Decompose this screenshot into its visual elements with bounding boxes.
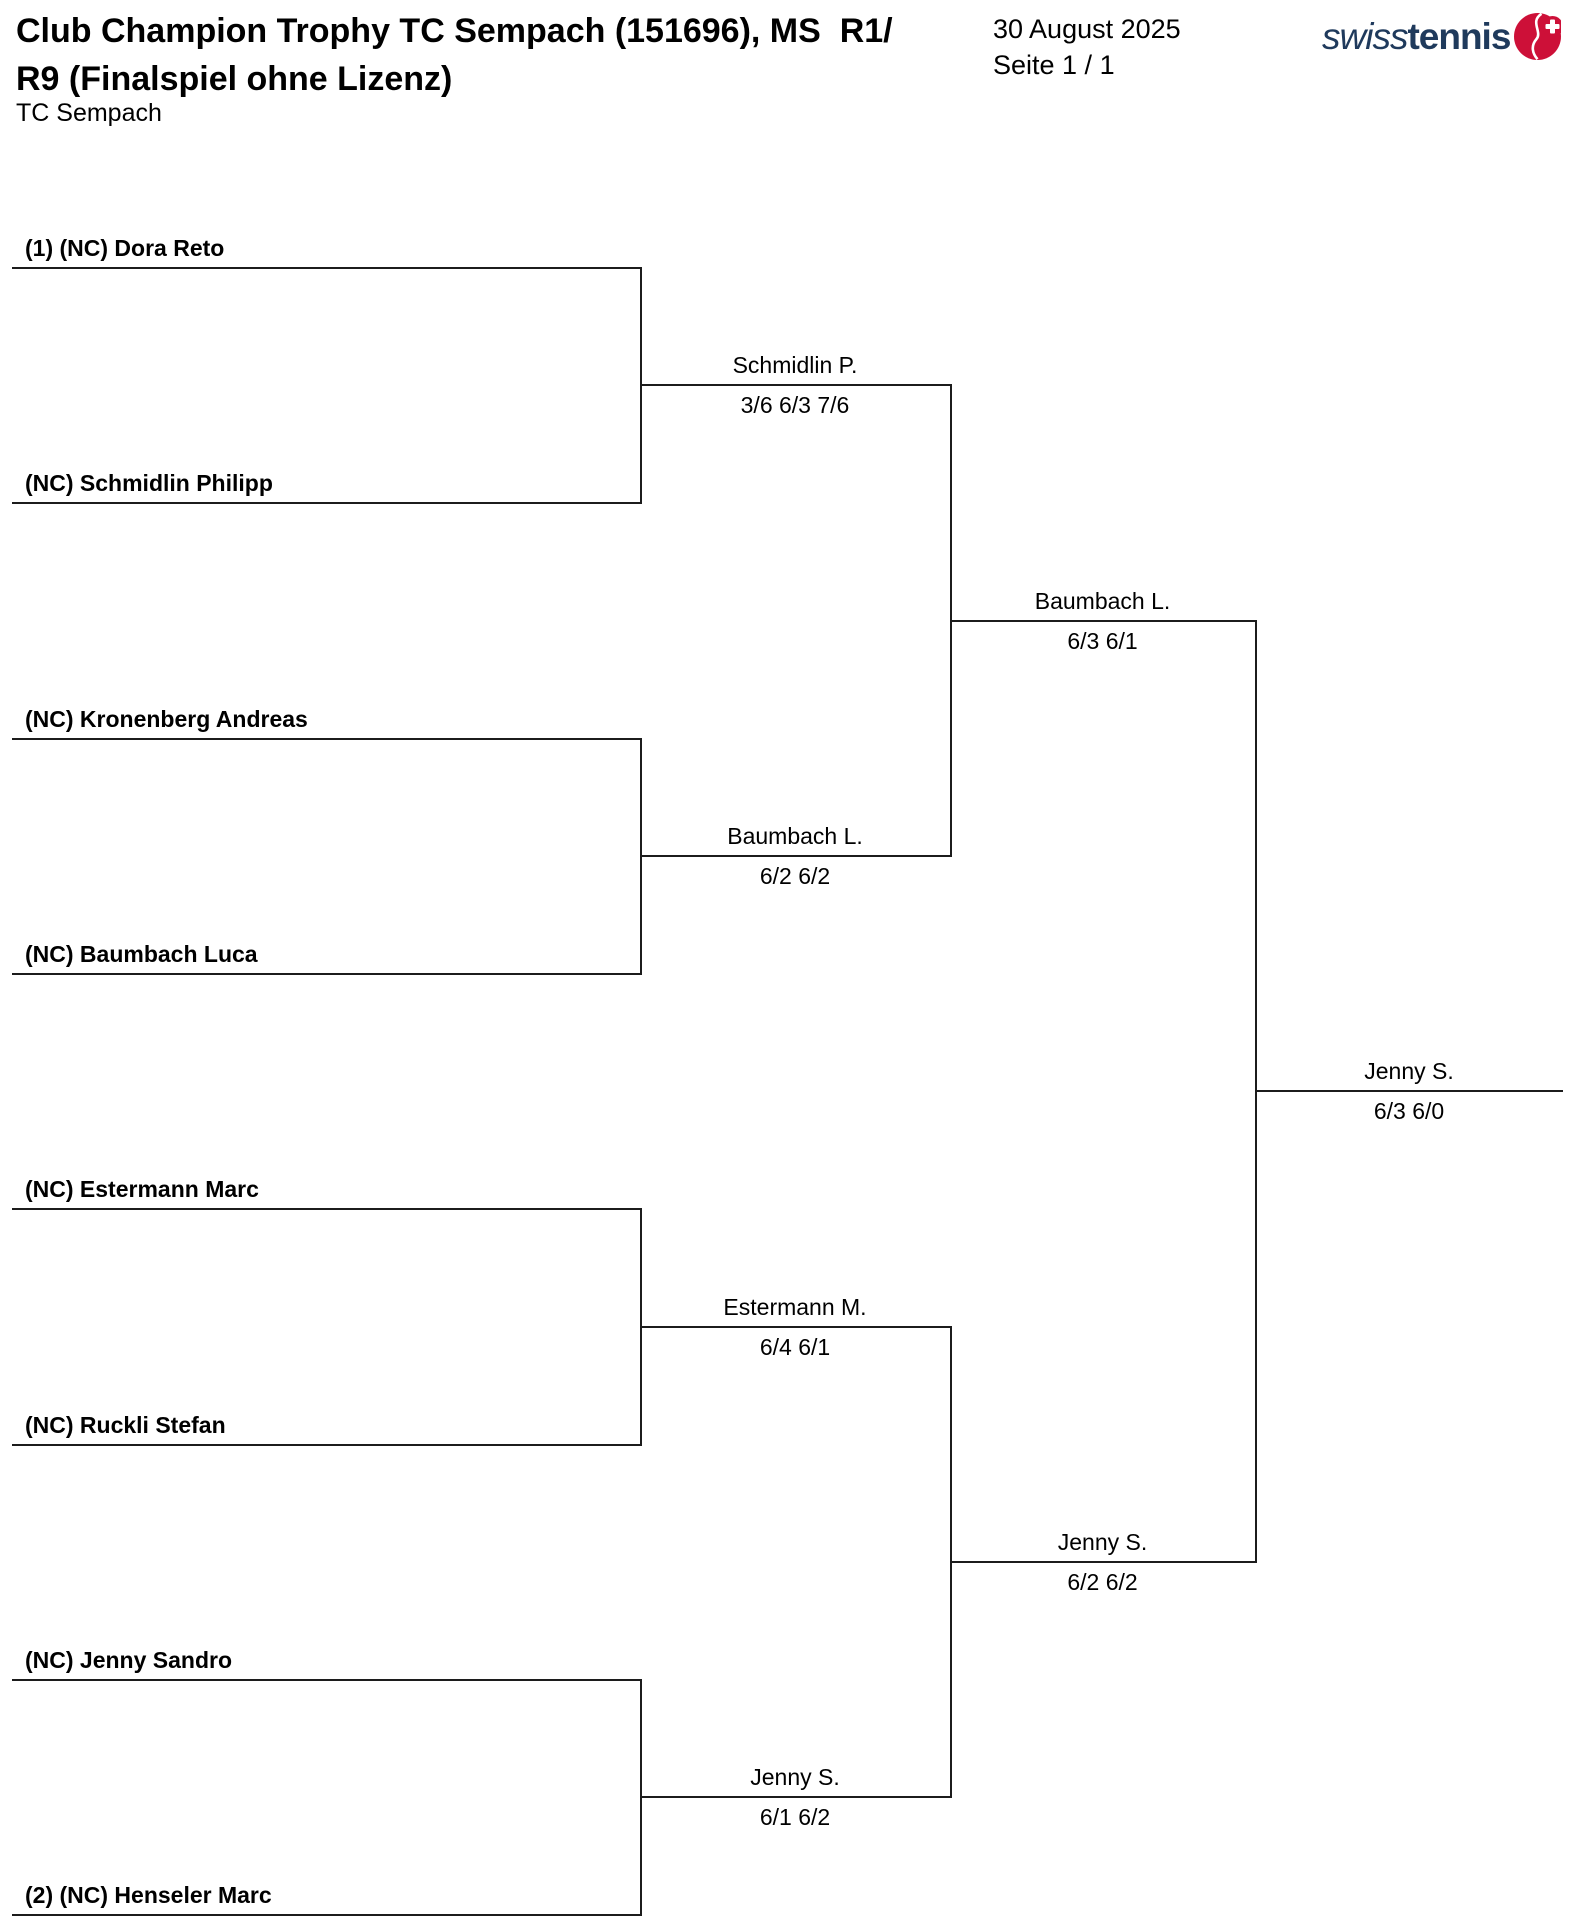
qf1-score: 3/6 6/3 7/6 bbox=[740, 392, 850, 418]
sf1-score: 6/3 6/1 bbox=[1067, 628, 1138, 654]
final-score: 6/3 6/0 bbox=[1373, 1098, 1445, 1124]
qf3-score: 6/4 6/1 bbox=[759, 1334, 831, 1360]
page-title-line1: Club Champion Trophy TC Sempach (151696)… bbox=[16, 12, 893, 50]
qf2-score: 6/2 6/2 bbox=[759, 863, 831, 889]
swisstennis-logo: swisstennis bbox=[1322, 16, 1511, 58]
page-number: Seite 1 / 1 bbox=[993, 50, 1115, 80]
bracket-line-r1-p2 bbox=[12, 502, 640, 504]
club-name: TC Sempach bbox=[16, 99, 162, 127]
qf4-winner-name: Jenny S. bbox=[750, 1764, 840, 1790]
bracket-line-r1-p8 bbox=[12, 1914, 640, 1916]
qf4-score: 6/1 6/2 bbox=[759, 1804, 831, 1830]
player-jenny: (NC) Jenny Sandro bbox=[25, 1647, 233, 1673]
qf2-result: Baumbach L. 6/2 6/2 bbox=[640, 821, 950, 891]
player-seed2-henseler: (2) (NC) Henseler Marc bbox=[25, 1882, 272, 1908]
page-title-line2: R9 (Finalspiel ohne Lizenz) bbox=[16, 60, 453, 98]
ball-seam bbox=[1531, 13, 1543, 60]
print-date: 30 August 2025 bbox=[993, 14, 1181, 44]
qf3-result: Estermann M. 6/4 6/1 bbox=[640, 1292, 950, 1362]
player-schmidlin: (NC) Schmidlin Philipp bbox=[25, 470, 273, 496]
bracket-line-qf4-winner bbox=[640, 1796, 950, 1798]
player-kronenberg: (NC) Kronenberg Andreas bbox=[25, 706, 308, 732]
sf1-result: Baumbach L. 6/3 6/1 bbox=[950, 586, 1255, 656]
player-estermann: (NC) Estermann Marc bbox=[25, 1176, 259, 1202]
print-meta: 30 August 2025 Seite 1 / 1 bbox=[993, 11, 1181, 83]
bracket-line-r1-p4 bbox=[12, 973, 640, 975]
bracket-line-r1-p6 bbox=[12, 1444, 640, 1446]
bracket-line-qf3-winner bbox=[640, 1326, 950, 1328]
bracket-line-r1-p3 bbox=[12, 738, 640, 740]
bracket-line-r1-p5 bbox=[12, 1208, 640, 1210]
bracket-line-r1-p7 bbox=[12, 1679, 640, 1681]
qf2-winner-name: Baumbach L. bbox=[727, 823, 863, 849]
player-seed1: (1) (NC) Dora Reto bbox=[25, 235, 225, 261]
logo-text-tennis: tennis bbox=[1407, 16, 1511, 57]
player-baumbach: (NC) Baumbach Luca bbox=[25, 941, 258, 967]
sf2-score: 6/2 6/2 bbox=[1067, 1569, 1138, 1595]
sf2-result: Jenny S. 6/2 6/2 bbox=[950, 1527, 1255, 1597]
bracket-line-r1-p1 bbox=[12, 267, 640, 269]
page-title: Club Champion Trophy TC Sempach (151696)… bbox=[16, 7, 893, 103]
bracket-line-qf1-winner bbox=[640, 384, 950, 386]
bracket-line-sf1-winner bbox=[950, 620, 1255, 622]
player-ruckli: (NC) Ruckli Stefan bbox=[25, 1412, 226, 1438]
qf4-result: Jenny S. 6/1 6/2 bbox=[640, 1762, 950, 1832]
sf1-winner-name: Baumbach L. bbox=[1034, 588, 1171, 614]
bracket-line-sf2-winner bbox=[950, 1561, 1255, 1563]
qf1-result: Schmidlin P. 3/6 6/3 7/6 bbox=[640, 350, 950, 420]
bracket-line-final-winner bbox=[1255, 1090, 1563, 1092]
tennis-ball-icon bbox=[1514, 13, 1561, 60]
qf3-winner-name: Estermann M. bbox=[723, 1294, 867, 1320]
final-winner-name: Jenny S. bbox=[1364, 1058, 1454, 1084]
final-result: Jenny S. 6/3 6/0 bbox=[1255, 1056, 1563, 1126]
qf1-winner-name: Schmidlin P. bbox=[732, 352, 858, 378]
sf2-winner-name: Jenny S. bbox=[1057, 1529, 1148, 1555]
bracket-line-qf2-winner bbox=[640, 855, 950, 857]
logo-text-swiss: swiss bbox=[1322, 16, 1408, 57]
